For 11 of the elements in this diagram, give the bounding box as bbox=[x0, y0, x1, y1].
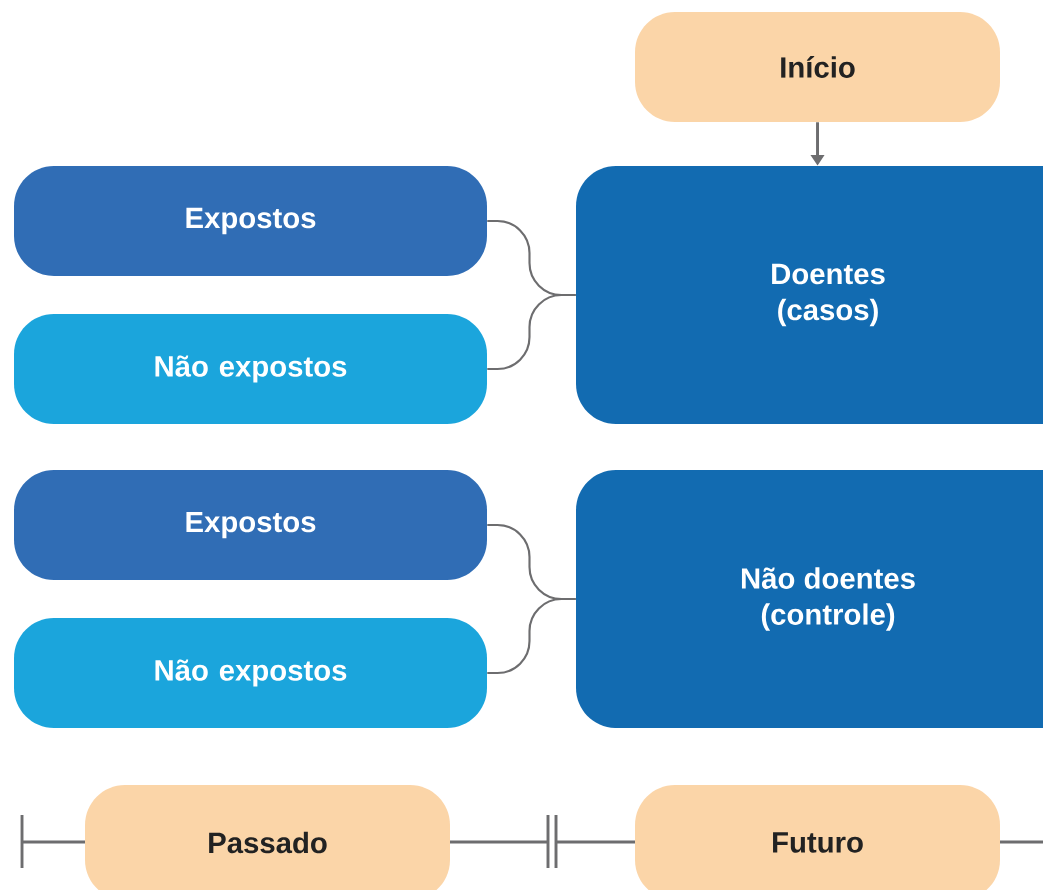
start-box: Início bbox=[635, 12, 1000, 122]
category-box: Expostos bbox=[14, 166, 487, 276]
category-box: Expostos bbox=[14, 470, 487, 580]
period-box: Futuro bbox=[635, 785, 1000, 890]
category-box: Não expostos bbox=[14, 618, 487, 728]
group-box: Não doentes (controle) bbox=[576, 470, 1043, 728]
connector-line bbox=[487, 597, 576, 675]
connector-line bbox=[487, 293, 576, 371]
category-box: Não expostos bbox=[14, 314, 487, 424]
period-box: Passado bbox=[85, 785, 450, 890]
group-box: Doentes (casos) bbox=[576, 166, 1043, 424]
